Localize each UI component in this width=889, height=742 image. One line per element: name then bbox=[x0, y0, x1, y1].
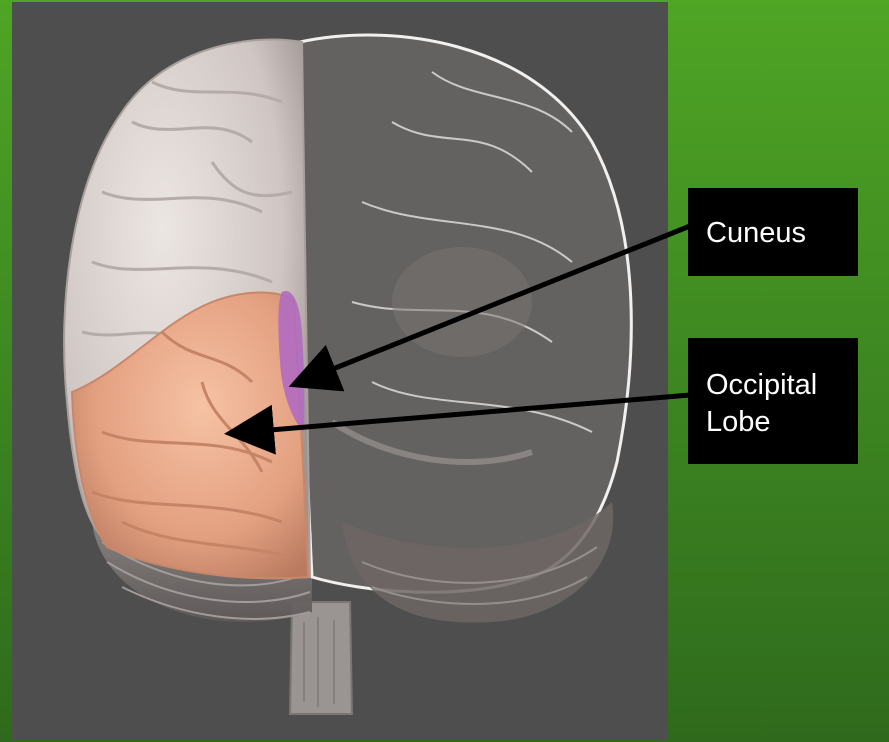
cuneus-label-box: Cuneus bbox=[688, 188, 858, 276]
occipital-arrow bbox=[234, 395, 690, 433]
occipital-lobe-label-box: Occipital Lobe bbox=[688, 338, 858, 464]
occipital-label-line2: Lobe bbox=[706, 404, 771, 440]
cuneus-label: Cuneus bbox=[706, 215, 806, 251]
occipital-label-line1: Occipital bbox=[706, 367, 817, 403]
cuneus-arrow bbox=[298, 226, 690, 383]
